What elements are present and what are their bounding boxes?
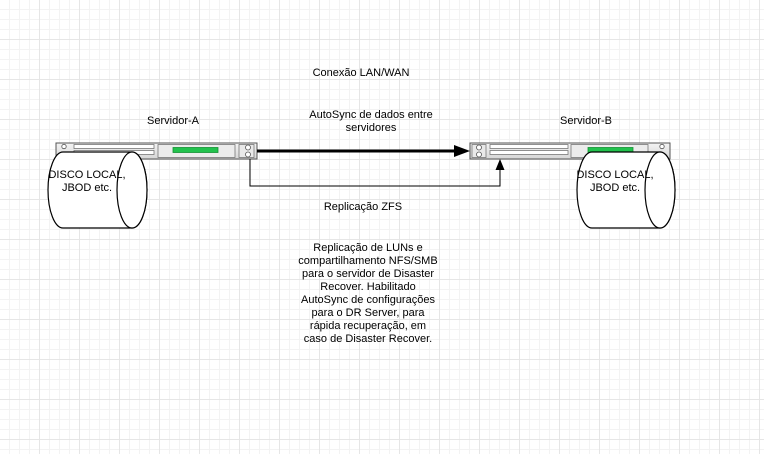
connection-label: Conexão LAN/WAN — [312, 67, 410, 79]
server-b-disk-label: DISCO LOCAL, JBOD etc. — [576, 169, 654, 194]
autosync-connector[interactable] — [257, 145, 470, 157]
server-b-disk[interactable] — [576, 151, 676, 229]
server-a-status-led — [172, 147, 219, 153]
arrowhead-icon — [454, 145, 470, 157]
server-a-disk-label: DISCO LOCAL, JBOD etc. — [48, 169, 126, 194]
server-b-port-icon — [476, 144, 482, 151]
server-b-port-icon — [476, 151, 482, 158]
server-a-disk[interactable] — [47, 151, 148, 229]
description-text: Replicação de LUNs e compartilhamento NF… — [298, 242, 438, 345]
autosync-label: AutoSync de dados entre servidores — [309, 109, 433, 134]
server-a-name: Servidor-A — [147, 115, 199, 127]
server-a-screw-icon — [61, 143, 67, 150]
replication-label: Replicação ZFS — [323, 201, 403, 213]
server-b-name: Servidor-B — [560, 115, 612, 127]
server-b-screw-icon — [659, 143, 665, 150]
server-a-port-icon — [245, 144, 251, 151]
arrowhead-icon — [495, 159, 505, 170]
zfs-replication-connector[interactable] — [249, 159, 505, 187]
server-a-port-icon — [245, 151, 251, 158]
